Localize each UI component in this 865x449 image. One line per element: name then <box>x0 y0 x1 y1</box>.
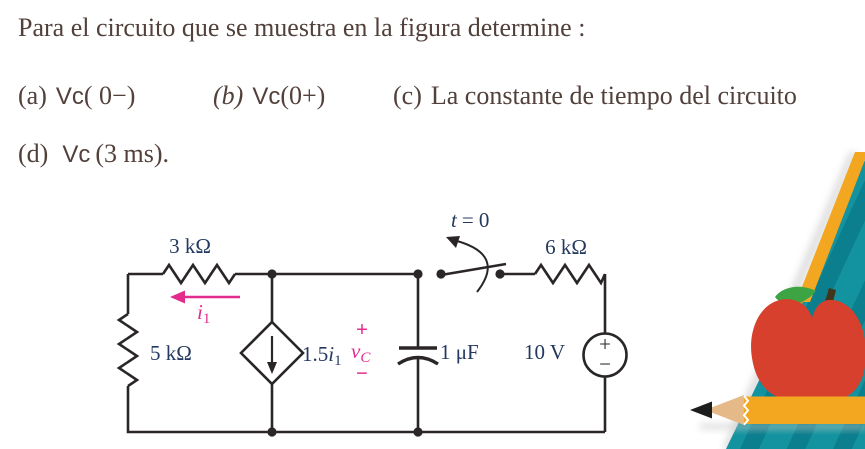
diagonal-pencil-icon <box>796 152 865 302</box>
item-a-function: Vc <box>55 83 84 110</box>
item-c-text: La constante de tiempo del circuito <box>430 81 797 110</box>
resistor-left-label: 5 kΩ <box>150 341 192 365</box>
apple-icon <box>751 299 865 401</box>
switch-opening-arc <box>456 240 489 293</box>
pencil-wood-zigzag <box>742 395 750 426</box>
corner-illustration <box>690 152 865 449</box>
item-b-function: Vc <box>252 83 281 110</box>
resistor-top-left-symbol <box>161 262 237 286</box>
voltage-source: + − <box>582 332 628 378</box>
voltage-source-plus: + <box>599 332 611 356</box>
switch-time-label: t= 0 <box>451 208 489 232</box>
question-item-c: (c) La constante de tiempo del circuito <box>393 81 797 111</box>
item-d-label: (d) <box>18 139 49 168</box>
dependent-source-label: 1.5i1 <box>302 342 342 369</box>
resistor-top-left-label: 3 kΩ <box>169 234 211 258</box>
voltage-source-label: 10 V <box>524 340 565 364</box>
pencil-shadow <box>700 423 865 430</box>
item-a-label: (a) <box>18 81 47 110</box>
cap-voltage-label: vC <box>351 339 371 366</box>
item-b-argument: (0+) <box>280 81 326 110</box>
question-item-a: (a) Vc( 0−) <box>18 81 135 111</box>
resistor-left-symbol <box>116 312 140 388</box>
connection-nodes <box>267 269 505 437</box>
current-arrow <box>170 290 240 304</box>
resistor-right-symbol <box>533 262 607 286</box>
circuit-wires <box>116 262 607 434</box>
capacitor-symbol <box>397 346 439 366</box>
current-arrowhead-icon <box>170 290 185 304</box>
item-c-label: (c) <box>393 81 422 110</box>
item-d-argument: (3 ms). <box>95 139 170 168</box>
switch <box>440 236 507 293</box>
capacitor-value-label: 1 μF <box>440 340 479 364</box>
switch-blade <box>440 262 507 277</box>
item-a-argument: ( 0−) <box>83 81 136 110</box>
dependent-current-source <box>239 320 305 386</box>
current-label: i1 <box>197 300 210 327</box>
pencil-wood-tip <box>705 395 744 425</box>
cap-voltage-plus: + <box>356 317 368 341</box>
pencil-graphite-tip <box>690 401 712 419</box>
question-item-b: (b) Vc(0+) <box>213 81 325 111</box>
resistor-right-label: 6 kΩ <box>545 235 587 259</box>
source-arrow-icon <box>267 362 277 374</box>
question-item-d: (d) Vc(3 ms). <box>18 139 169 169</box>
question-intro: Para el circuito que se muestra en la fi… <box>18 13 586 42</box>
switch-arrowhead-icon <box>446 236 460 248</box>
cap-voltage-minus: − <box>356 361 368 385</box>
item-d-function: Vc <box>62 141 91 168</box>
item-b-label: (b) <box>213 81 244 110</box>
voltage-source-minus: − <box>599 352 611 376</box>
horizontal-pencil-icon <box>690 395 865 426</box>
